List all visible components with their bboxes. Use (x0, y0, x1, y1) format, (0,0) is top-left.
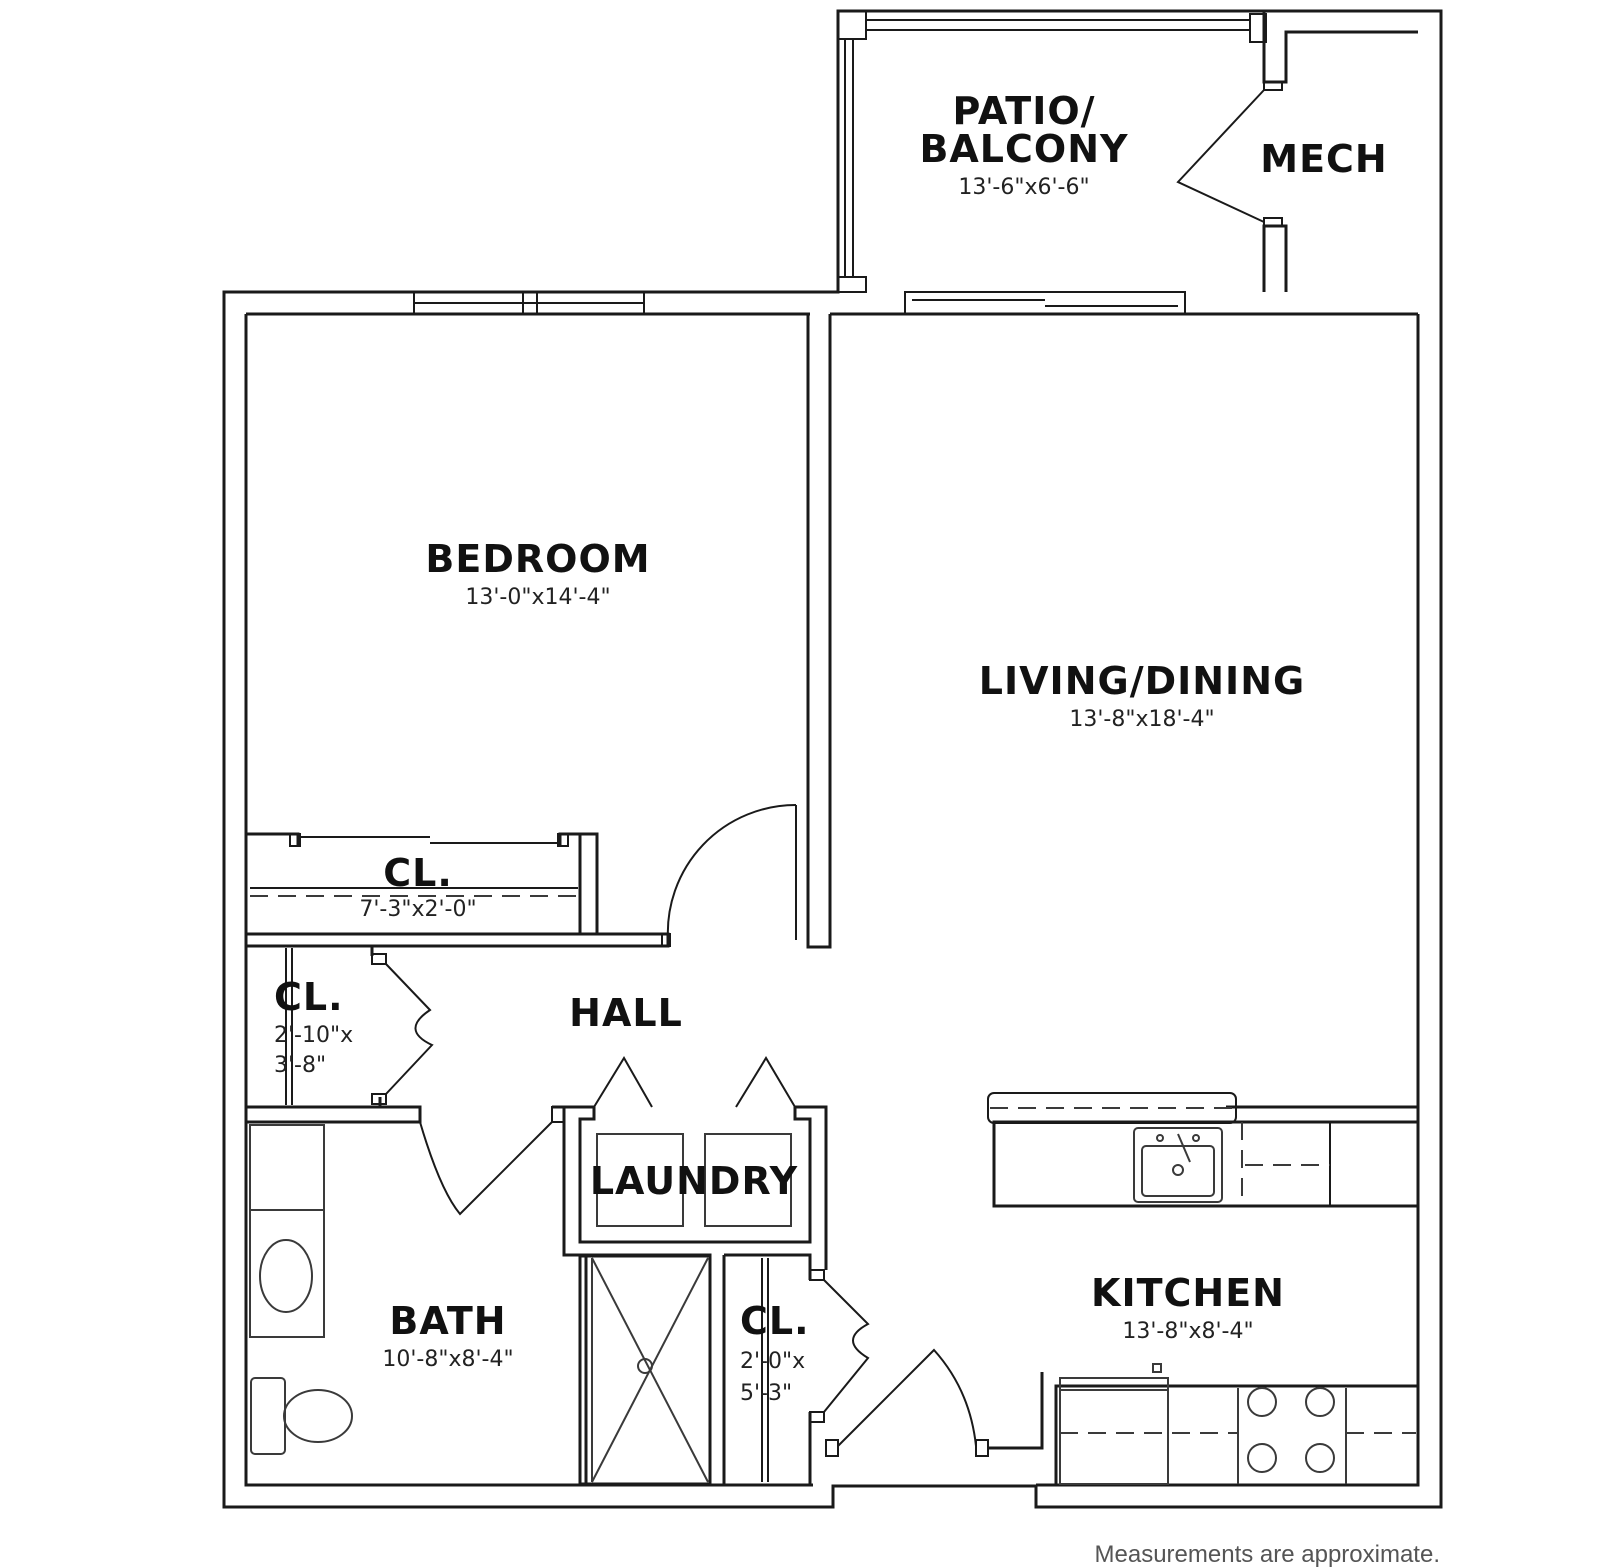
patio-railing (837, 10, 1267, 293)
bedroom-closet-dimensions: 7'-3"x2'-0" (359, 897, 476, 922)
bath-label: BATH (389, 1299, 506, 1343)
bedroom-label: BEDROOM (425, 537, 650, 581)
mech-walls (1176, 11, 1418, 292)
laundry (564, 1056, 828, 1244)
bedroom-window (413, 291, 645, 315)
entry-door (825, 1348, 1044, 1457)
hall-closet-label: CL. (274, 975, 344, 1019)
bath-closet-dimensions-line1: 2'-0"x (740, 1349, 805, 1374)
bedroom-door (246, 803, 797, 948)
shower (578, 1254, 712, 1486)
kitchen-counter-bar (987, 1092, 1420, 1208)
bath-closet-dimensions-line2: 5'-3" (740, 1381, 792, 1406)
patio-dimensions: 13'-6"x6'-6" (958, 175, 1089, 200)
kitchen-sink (1133, 1127, 1223, 1203)
bath-dimensions: 10'-8"x8'-4" (382, 1347, 513, 1372)
bath-closet (722, 1242, 870, 1485)
hall-label: HALL (569, 991, 683, 1035)
kitchen-label: KITCHEN (1091, 1271, 1285, 1315)
measurement-note: Measurements are approximate. (1095, 1541, 1441, 1567)
living-slider-door (904, 291, 1186, 315)
bath-fixtures (249, 1124, 353, 1455)
mech-label: MECH (1260, 137, 1387, 181)
patio-label-line1: PATIO/ (952, 89, 1095, 133)
bedroom-closet-label: CL. (383, 851, 453, 895)
kitchen-dimensions: 13'-8"x8'-4" (1122, 1319, 1253, 1344)
kitchen-appliances (1054, 1363, 1420, 1487)
hall-closet-dimensions-line1: 2'-10"x (274, 1023, 353, 1048)
hall-closet (244, 944, 434, 1109)
bath-closet-label: CL. (740, 1299, 810, 1343)
laundry-label: LAUNDRY (590, 1159, 798, 1203)
hall-closet-dimensions-line2: 3'-8" (274, 1053, 326, 1078)
patio-label-line2: BALCONY (919, 127, 1128, 171)
bedroom-dimensions: 13'-0"x14'-4" (465, 585, 610, 610)
living-dining-label: LIVING/DINING (979, 659, 1305, 703)
living-dining-dimensions: 13'-8"x18'-4" (1069, 707, 1214, 732)
